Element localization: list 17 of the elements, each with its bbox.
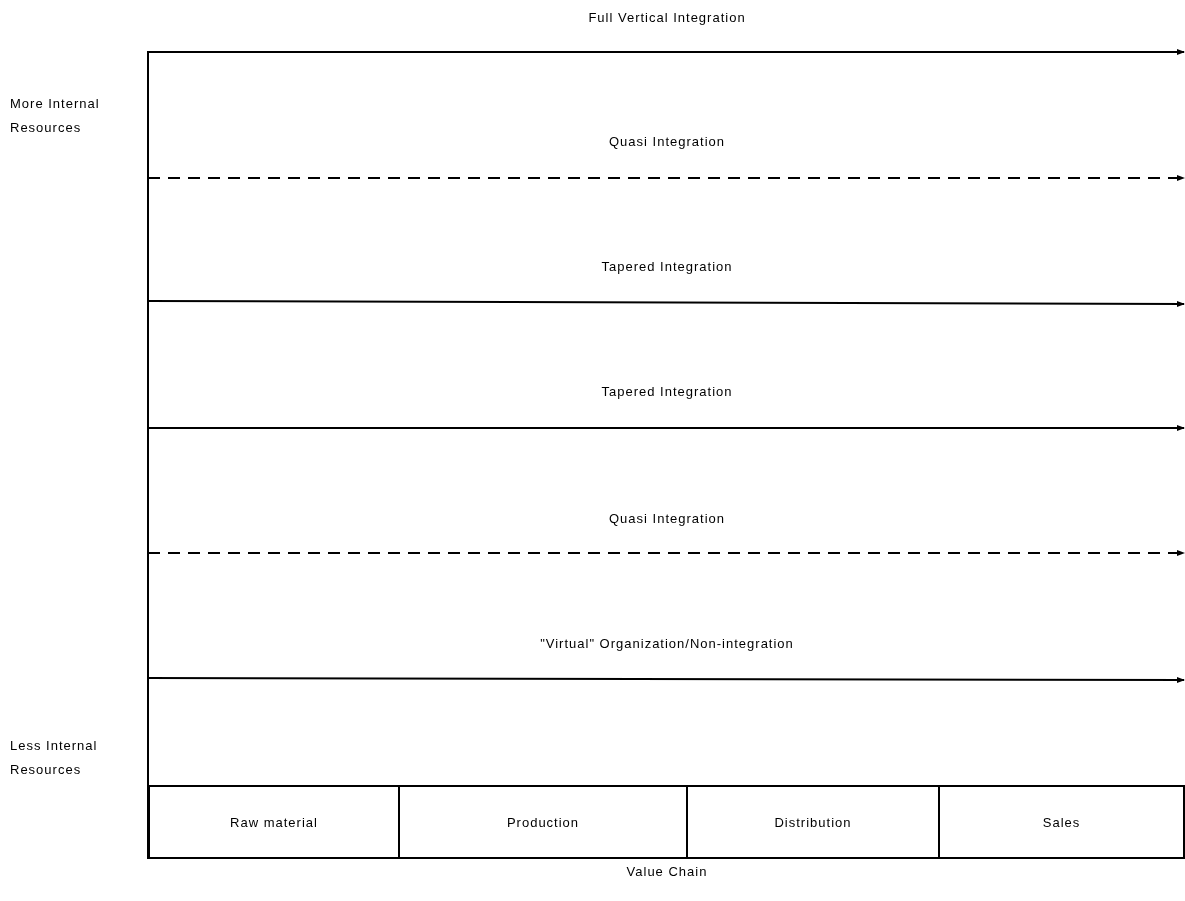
stage-label: Distribution: [774, 814, 852, 830]
level-label: Quasi Integration: [609, 134, 725, 149]
axis-label: Less Internal Resources: [10, 737, 99, 779]
level-label: Tapered Integration: [601, 384, 733, 399]
value-chain-stage: [400, 785, 688, 859]
level-label: Full Vertical Integration: [588, 10, 746, 25]
stage-label: Production: [506, 814, 580, 830]
value-chain-stage: [688, 785, 940, 859]
axis-label: Value Chain: [626, 864, 708, 879]
level-label: Tapered Integration: [601, 259, 733, 274]
stage-label: Raw material: [230, 814, 318, 830]
level-label: Quasi Integration: [609, 511, 725, 526]
stage-label: Sales: [1042, 814, 1081, 830]
level-label: "Virtual" Organization/Non-integration: [540, 636, 794, 651]
value-chain-stage: [148, 785, 400, 859]
value-chain-stage: [940, 785, 1185, 859]
axis-label: More Internal Resources: [10, 95, 101, 137]
